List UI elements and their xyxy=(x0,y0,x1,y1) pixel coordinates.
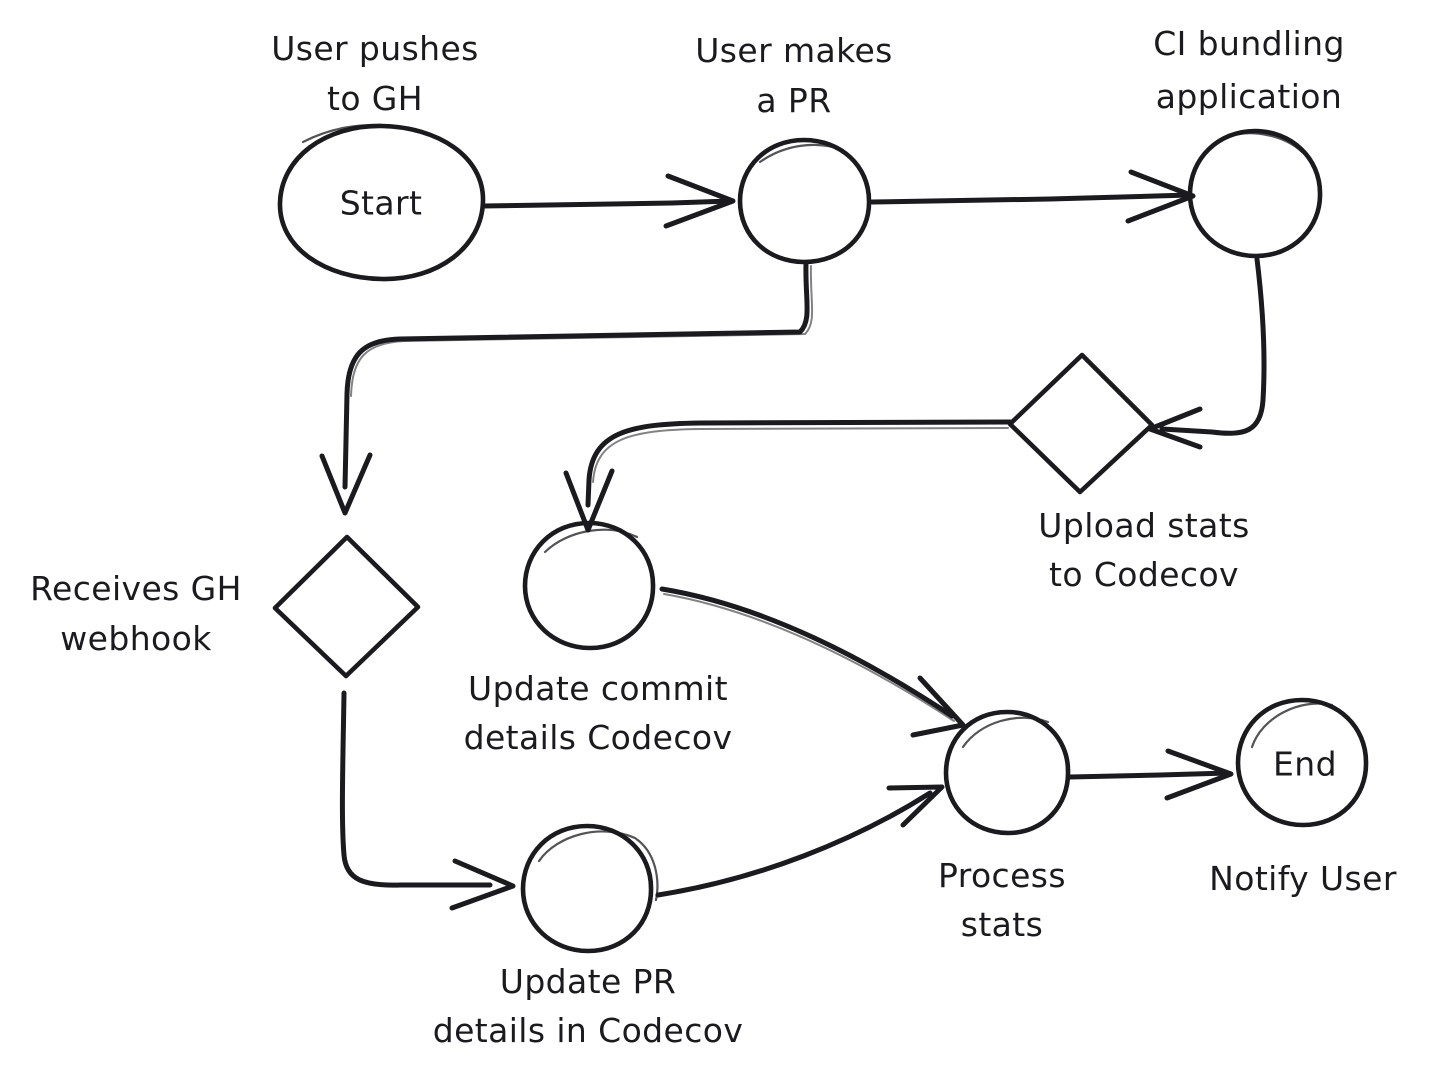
upload-caption-line-1: Upload stats xyxy=(1038,506,1249,545)
update-pr-circle-sketch xyxy=(537,830,659,902)
edge-line xyxy=(585,419,1013,508)
receives-webhook-diamond xyxy=(272,534,421,679)
process-caption-line-2: stats xyxy=(961,905,1044,944)
node-process-stats[interactable]: Process stats xyxy=(938,709,1071,944)
edge-line xyxy=(339,690,493,888)
arrow-head-icon xyxy=(663,173,736,229)
webhook-caption-line-1: Receives GH xyxy=(30,569,242,608)
arrow-head-icon xyxy=(1164,748,1234,801)
edge-pr-details-to-process xyxy=(655,784,945,898)
arrow-head-icon xyxy=(1125,169,1196,224)
arrow-head-icon xyxy=(319,452,373,516)
edge-pr-to-webhook xyxy=(319,260,814,516)
node-user-makes-pr[interactable]: User makes a PR xyxy=(695,31,893,265)
prdetails-caption-line-1: Update PR xyxy=(500,962,676,1001)
edge-line xyxy=(869,192,1193,205)
end-circle xyxy=(1235,697,1369,828)
node-end[interactable]: End Notify User xyxy=(1209,697,1397,898)
commit-caption-line-2: details Codecov xyxy=(464,718,733,757)
edge-process-to-end xyxy=(1067,748,1234,801)
upload-caption-line-2: to Codecov xyxy=(1049,555,1239,594)
edge-pr-to-ci xyxy=(869,169,1196,224)
arrow-head-icon xyxy=(910,675,966,738)
ci-bundling-circle-sketch xyxy=(1226,132,1304,154)
end-circle-sketch xyxy=(1250,702,1334,749)
start-caption-line-2: to GH xyxy=(327,79,423,118)
node-update-commit[interactable]: Update commit details Codecov xyxy=(464,520,733,757)
end-inner-label: End xyxy=(1273,745,1337,784)
arrow-head-icon xyxy=(886,784,945,828)
end-caption-line-1: Notify User xyxy=(1209,859,1397,898)
node-update-pr-details[interactable]: Update PR details in Codecov xyxy=(433,823,744,1050)
edge-start-to-pr xyxy=(480,173,736,229)
edge-webhook-to-pr-details xyxy=(339,690,516,911)
node-receives-webhook[interactable]: Receives GH webhook xyxy=(30,534,421,679)
start-circle-sketch xyxy=(301,124,395,144)
update-pr-circle xyxy=(520,823,654,954)
start-caption-line-1: User pushes xyxy=(271,29,479,68)
edge-line-sketch xyxy=(592,427,1009,483)
edge-line xyxy=(659,586,955,719)
upload-stats-diamond xyxy=(1007,352,1155,495)
pr-caption-line-2: a PR xyxy=(756,81,831,120)
start-inner-label: Start xyxy=(340,184,423,223)
edge-line-sketch xyxy=(350,265,814,397)
ci-bundling-circle xyxy=(1187,128,1323,259)
commit-caption-line-1: Update commit xyxy=(468,669,728,708)
edge-upload-to-commit xyxy=(563,419,1013,533)
edge-line xyxy=(342,260,810,490)
node-upload-stats[interactable]: Upload stats to Codecov xyxy=(1007,352,1250,594)
edge-line xyxy=(1159,256,1267,436)
edge-line-sketch xyxy=(663,593,955,722)
update-commit-circle-sketch xyxy=(543,528,639,554)
edge-commit-to-process xyxy=(659,586,966,738)
webhook-caption-line-2: webhook xyxy=(60,619,212,658)
node-ci-bundling[interactable]: CI bundling application xyxy=(1153,24,1345,259)
ci-caption-line-2: application xyxy=(1156,77,1342,116)
edge-line xyxy=(480,198,733,209)
edge-ci-to-upload xyxy=(1147,256,1267,450)
arrow-head-icon xyxy=(449,858,516,911)
pr-caption-line-1: User makes xyxy=(695,31,893,70)
node-start[interactable]: Start User pushes to GH xyxy=(271,29,486,282)
edge-line xyxy=(655,790,933,898)
arrow-head-icon xyxy=(563,468,615,533)
user-makes-pr-circle-sketch xyxy=(758,143,845,164)
start-circle xyxy=(277,123,486,282)
ci-caption-line-1: CI bundling xyxy=(1153,24,1345,63)
edge-line xyxy=(1067,770,1231,780)
process-stats-circle-sketch xyxy=(961,716,1050,749)
process-stats-circle xyxy=(943,709,1071,836)
process-caption-line-1: Process xyxy=(938,856,1066,895)
update-commit-circle xyxy=(522,520,656,651)
user-makes-pr-circle xyxy=(737,137,872,265)
prdetails-caption-line-2: details in Codecov xyxy=(433,1011,744,1050)
